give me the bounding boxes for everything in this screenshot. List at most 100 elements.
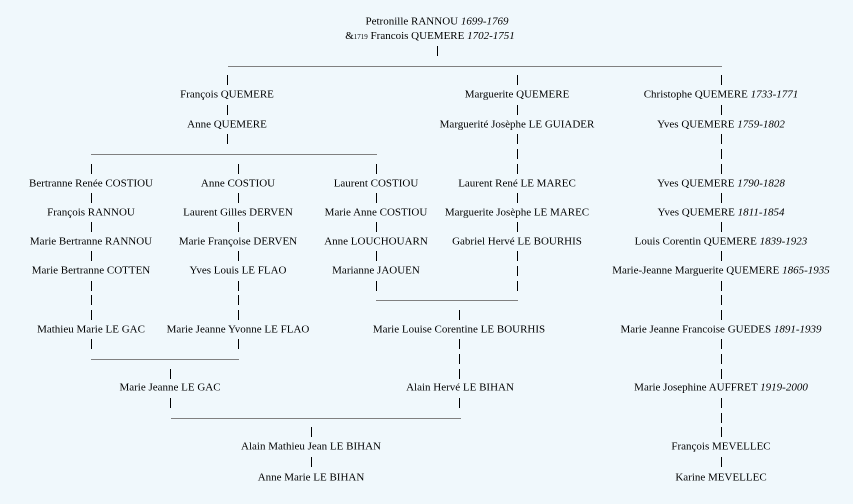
person-name: Marie Josephine AUFFRET [634, 381, 758, 394]
person-yves-quemere-1790[interactable]: Yves QUEMERE 1790-1828 [657, 178, 785, 191]
person-gabriel-le-bourhis[interactable]: Gabriel Hervé LE BOURHIS [452, 236, 582, 249]
person-name: Laurent Gilles DERVEN [183, 206, 293, 219]
person-name: Karine MEVELLEC [675, 471, 767, 484]
person-marie-francoise-derven[interactable]: Marie Françoise DERVEN [179, 236, 297, 249]
person-francois-rannou[interactable]: François RANNOU [47, 207, 135, 220]
connector-tick [238, 281, 239, 291]
connector-line [91, 154, 377, 155]
person-name: Yves QUEMERE [657, 177, 735, 190]
connector-tick [91, 164, 92, 174]
person-dates: 1699-1769 [460, 15, 509, 28]
connector-tick [227, 134, 228, 144]
connector-tick [459, 339, 460, 349]
person-alain-herve-le-bihan[interactable]: Alain Hervé LE BIHAN [406, 382, 514, 395]
person-louis-quemere[interactable]: Louis Corentin QUEMERE 1839-1923 [635, 236, 808, 249]
person-marie-josephine-auffret[interactable]: Marie Josephine AUFFRET 1919-2000 [634, 382, 808, 395]
person-name: Petronille RANNOU [365, 15, 459, 28]
person-name: Marguerite Josèphe LE MAREC [444, 206, 590, 219]
person-name: Marie Anne COSTIOU [324, 206, 428, 219]
connector-tick [721, 251, 722, 261]
connector-tick [238, 339, 239, 349]
connector-tick [311, 427, 312, 437]
connector-tick [459, 398, 460, 408]
connector-tick [517, 134, 518, 144]
connector-tick [238, 310, 239, 320]
person-alain-mathieu-le-bihan[interactable]: Alain Mathieu Jean LE BIHAN [241, 441, 381, 454]
person-marie-louise-le-bourhis[interactable]: Marie Louise Corentine LE BOURHIS [373, 324, 545, 337]
person-karine-mevellec[interactable]: Karine MEVELLEC [675, 472, 766, 485]
person-name: Alain Mathieu Jean LE BIHAN [241, 440, 381, 453]
connector-tick [91, 310, 92, 320]
person-laurent-le-marec[interactable]: Laurent René LE MAREC [458, 178, 576, 191]
person-marie-bertranne-rannou[interactable]: Marie Bertranne RANNOU [30, 236, 152, 249]
person-name: Louis Corentin QUEMERE [634, 235, 757, 248]
person-marguerite-le-guiader[interactable]: Marguerité Josèphe LE GUIADER [440, 119, 595, 132]
connector-tick [721, 310, 722, 320]
person-name: Alain Hervé LE BIHAN [406, 381, 514, 394]
person-mathieu-le-gac[interactable]: Mathieu Marie LE GAC [37, 324, 145, 337]
person-anne-costiou[interactable]: Anne COSTIOU [201, 178, 275, 191]
person-laurent-derven[interactable]: Laurent Gilles DERVEN [183, 207, 293, 220]
person-francois-mevellec[interactable]: François MEVELLEC [671, 441, 770, 454]
connector-tick [170, 369, 171, 379]
connector-tick [721, 413, 722, 423]
connector-tick [721, 164, 722, 174]
root-person[interactable]: Petronille RANNOU 1699-1769 [366, 16, 509, 29]
connector-tick [517, 266, 518, 276]
connector-line [91, 359, 239, 360]
connector-tick [91, 281, 92, 291]
person-bertranne-costiou[interactable]: Bertranne Renée COSTIOU [29, 178, 153, 191]
person-name: Gabriel Hervé LE BOURHIS [452, 235, 582, 248]
person-name: Bertranne Renée COSTIOU [28, 177, 154, 190]
connector-tick [517, 105, 518, 115]
connector-tick [721, 369, 722, 379]
connector-tick [517, 149, 518, 159]
connector-tick [721, 222, 722, 232]
person-marie-jeanne-le-gac[interactable]: Marie Jeanne LE GAC [119, 382, 220, 395]
person-marie-jeanne-quemere[interactable]: Marie-Jeanne Marguerite QUEMERE 1865-193… [612, 265, 830, 278]
person-marianne-jaouen[interactable]: Marianne JAOUEN [332, 265, 420, 278]
connector-tick [376, 251, 377, 261]
connector-tick [517, 251, 518, 261]
person-marie-jeanne-guedes[interactable]: Marie Jeanne Francoise GUEDES 1891-1939 [620, 324, 821, 337]
person-marguerite-le-marec[interactable]: Marguerite Josèphe LE MAREC [445, 207, 589, 220]
spouse-dates: 1702-1751 [467, 30, 515, 42]
person-yves-quemere-1811[interactable]: Yves QUEMERE 1811-1854 [657, 207, 784, 220]
connector-line [228, 66, 722, 67]
connector-tick [721, 339, 722, 349]
person-anne-louchouarn[interactable]: Anne LOUCHOUARN [324, 236, 428, 249]
connector-tick [91, 339, 92, 349]
person-laurent-costiou[interactable]: Laurent COSTIOU [334, 178, 419, 191]
person-marie-jeanne-le-flao[interactable]: Marie Jeanne Yvonne LE FLAO [167, 324, 310, 337]
person-anne-quemere[interactable]: Anne QUEMERE [187, 119, 267, 132]
person-yves-le-flao[interactable]: Yves Louis LE FLAO [190, 265, 287, 278]
connector-line [376, 300, 518, 301]
person-name: Laurent René LE MAREC [458, 177, 576, 190]
connector-tick [721, 354, 722, 364]
person-name: Marguerité Josèphe LE GUIADER [439, 118, 595, 131]
connector-tick [170, 398, 171, 408]
connector-tick [227, 105, 228, 115]
person-yves-quemere-1759[interactable]: Yves QUEMERE 1759-1802 [657, 119, 785, 132]
person-marguerite-quemere[interactable]: Marguerite QUEMERE [465, 89, 570, 102]
person-dates: 1790-1828 [737, 177, 785, 190]
person-marie-anne-costiou[interactable]: Marie Anne COSTIOU [325, 207, 428, 220]
person-name: Yves Louis LE FLAO [189, 264, 287, 277]
person-name: François QUEMERE [180, 88, 274, 101]
connector-tick [721, 105, 722, 115]
connector-tick [459, 310, 460, 320]
person-anne-marie-le-bihan[interactable]: Anne Marie LE BIHAN [258, 472, 365, 485]
connector-tick [91, 251, 92, 261]
connector-line [171, 418, 461, 419]
person-christophe-quemere[interactable]: Christophe QUEMERE 1733-1771 [644, 89, 799, 102]
person-francois-quemere[interactable]: François QUEMERE [180, 89, 274, 102]
person-name: Anne Marie LE BIHAN [257, 471, 365, 484]
person-name: Marie Jeanne LE GAC [119, 381, 221, 394]
person-name: Marie-Jeanne Marguerite QUEMERE [612, 264, 780, 277]
person-dates: 1811-1854 [737, 206, 785, 219]
connector-tick [517, 281, 518, 291]
person-marie-bertranne-cotten[interactable]: Marie Bertranne COTTEN [32, 265, 151, 278]
connector-tick [437, 46, 438, 56]
connector-tick [227, 75, 228, 85]
root-spouse[interactable]: &1719 Francois QUEMERE 1702-1751 [345, 30, 515, 44]
